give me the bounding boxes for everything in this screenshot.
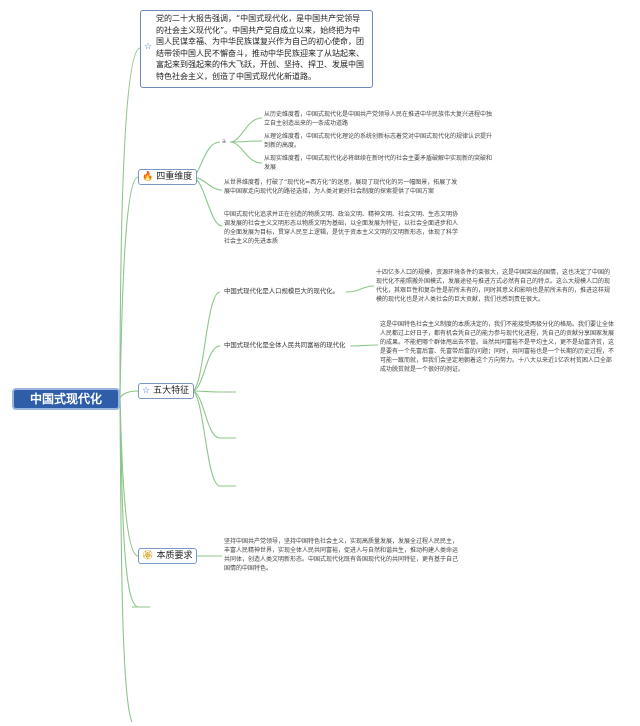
- topic-five-features[interactable]: ☆五大特征: [138, 383, 195, 399]
- topic-essential-requirements[interactable]: 🏵本质要求: [138, 548, 198, 564]
- link-root-essence: [119, 397, 139, 557]
- star-icon: ☆: [144, 42, 153, 52]
- intro-text: 党的二十大报告强调，“中国式现代化，是中国共产党领导的社会主义现代化”。中国共产…: [156, 14, 364, 81]
- dims-item-reality[interactable]: 从现实维度看，中国式现代化必将继续在新时代的社会主要矛盾破解中实现新的突破和发展: [264, 155, 493, 171]
- feature-population[interactable]: 中国式现代化是人口规模巨大的现代化。: [224, 287, 340, 295]
- link-root-end-a: [119, 397, 139, 608]
- link-a-item1: [229, 117, 263, 143]
- topic-four-dimensions[interactable]: 🔥四重维度: [138, 169, 198, 185]
- link-feat-1: [191, 291, 221, 392]
- link-root-intro: [119, 47, 141, 399]
- link-feat-3: [191, 390, 221, 393]
- dims-item-theory[interactable]: 从理论维度看，中国式现代化理论的系统创新标志着党对中国式现代化的规律认识提升到新…: [264, 133, 493, 149]
- dims-world[interactable]: 从世界维度看，打破了“现代化=西方化”的迷思，展现了现代化的另一幅图景，拓展了发…: [224, 179, 458, 195]
- feature-common-prosperity[interactable]: 中国式现代化是全体人民共同富裕的现代化: [224, 341, 346, 349]
- dims-sub-marker[interactable]: a: [222, 137, 226, 145]
- intro-topic[interactable]: ☆ 党的二十大报告强调，“中国式现代化，是中国共产党领导的社会主义现代化”。中国…: [140, 10, 373, 88]
- link-root-end-b: [119, 397, 133, 723]
- link-root-features: [119, 390, 139, 399]
- link-feat-4: [191, 390, 221, 439]
- link-a-item3: [229, 141, 263, 164]
- root-topic[interactable]: 中国式现代化: [12, 388, 120, 410]
- medal-icon: 🏵: [142, 551, 154, 561]
- feature-common-prosperity-desc[interactable]: 这是中国特色社会主义制度的本质决定的，我们不能接受两极分化的格局。我们要让全体人…: [380, 321, 615, 373]
- link-root-dims: [119, 176, 139, 399]
- fire-icon: 🔥: [142, 172, 154, 182]
- dims-goal[interactable]: 中国式现代化追求并正在创造的物质文明、政治文明、精神文明、社会文明、生态文明协调…: [224, 211, 459, 245]
- topic-five-features-label: 五大特征: [153, 386, 190, 396]
- link-feat2-desc: [349, 344, 379, 347]
- topic-four-dimensions-label: 四重维度: [156, 172, 193, 182]
- dims-item-history[interactable]: 从历史维度看，中国式现代化是中国共产党领导人民在推进中华民族伟大复兴进程中独立自…: [264, 111, 493, 127]
- link-feat-2: [191, 345, 221, 392]
- link-feat1-desc: [345, 285, 375, 293]
- feature-population-desc[interactable]: 十四亿多人口的规模，资源环境条件约束很大，这是中国突出的国情，这也决定了中国的现…: [376, 269, 611, 303]
- star-icon: ☆: [142, 386, 151, 396]
- link-feat-5: [191, 390, 221, 487]
- link-dims-goal: [191, 176, 223, 227]
- topic-essential-requirements-label: 本质要求: [156, 551, 193, 561]
- essence-text[interactable]: 坚持中国共产党领导，坚持中国特色社会主义，实现高质量发展，发展全过程人民民主，丰…: [224, 538, 459, 572]
